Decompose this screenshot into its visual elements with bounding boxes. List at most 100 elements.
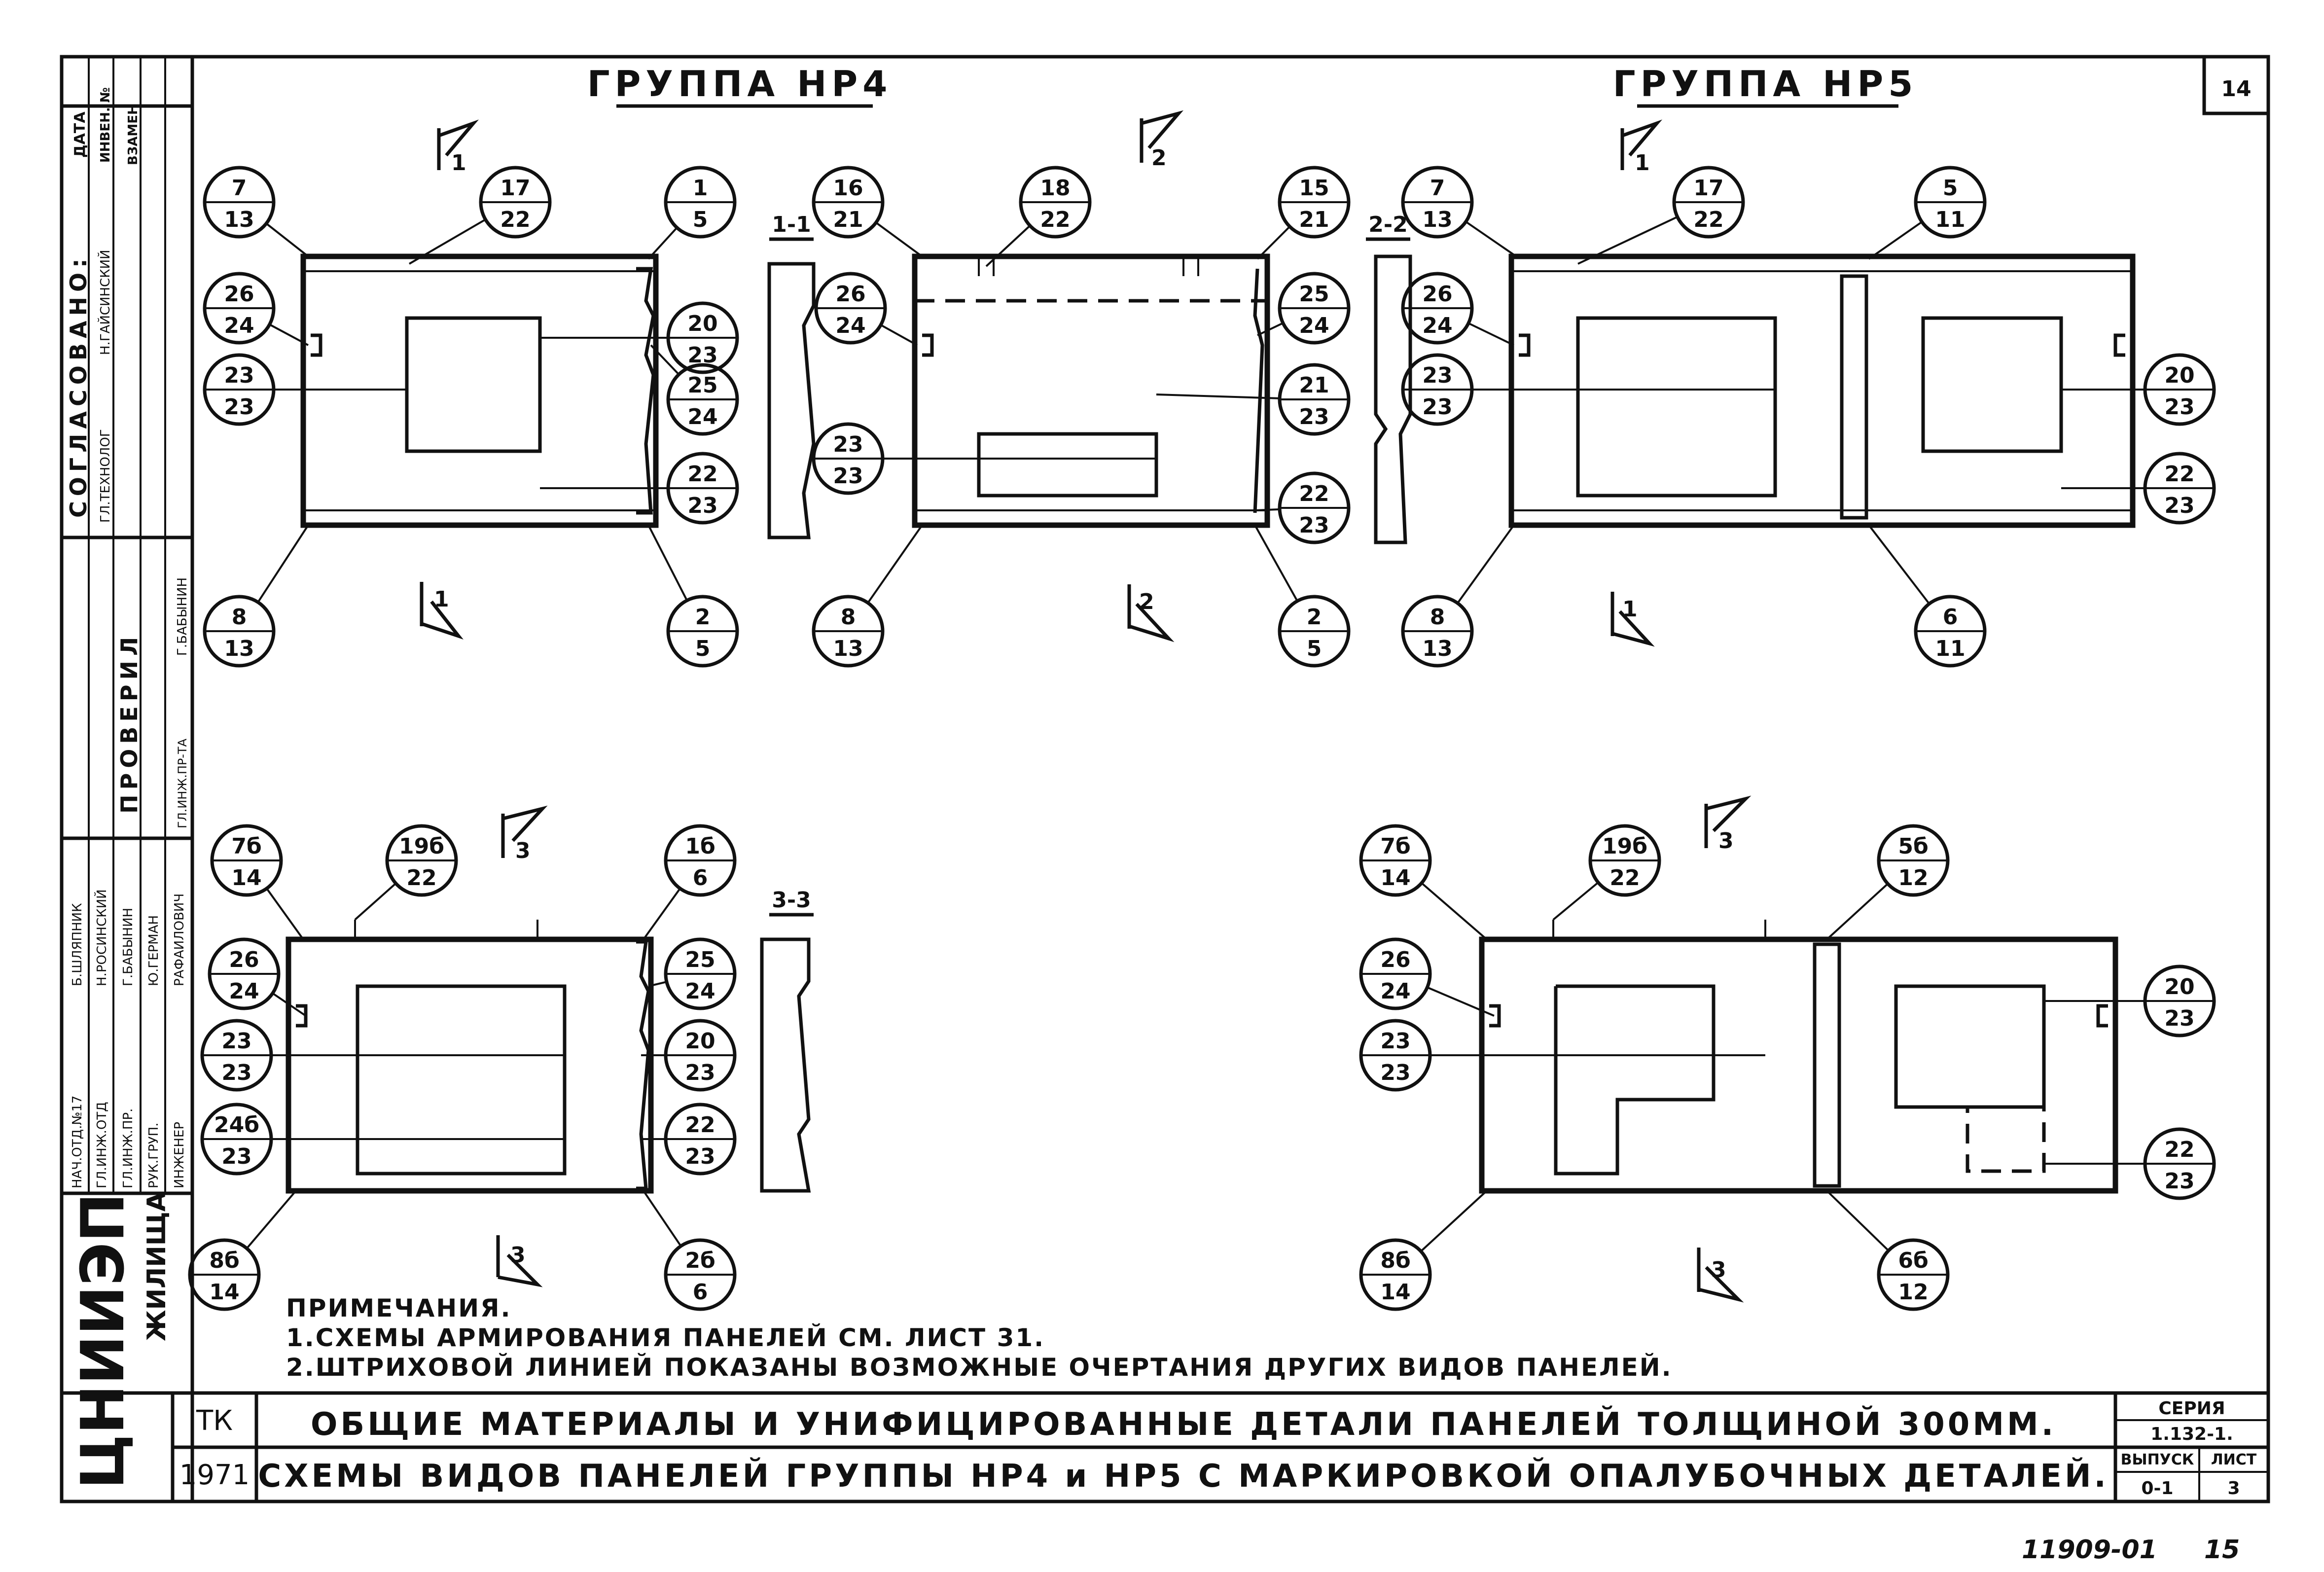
marker-leader-line: [647, 227, 678, 260]
marker-bottom-number: 23: [1299, 513, 1329, 538]
marker-bottom-number: 23: [1299, 404, 1329, 429]
replacement-header: ВЗАМЕН: [126, 104, 141, 165]
marker-bottom-number: 13: [224, 636, 254, 661]
marker-top-number: 19б: [399, 834, 444, 859]
marker-top-number: 1: [693, 176, 708, 201]
note-2: 2.ШТРИХОВОЙ ЛИНИЕЙ ПОКАЗАНЫ ВОЗМОЖНЫЕ ОЧ…: [286, 1353, 1673, 1382]
marker-top-number: 26: [224, 282, 254, 307]
panel-np5-2: [1479, 920, 2118, 1194]
marker-bottom-number: 14: [209, 1280, 239, 1305]
marker-leader-line: [1868, 524, 1930, 605]
marker-leader-line: [408, 218, 486, 265]
marker-bottom-number: 23: [221, 1060, 251, 1085]
group-title-np5: ГРУППА НР5: [1613, 63, 1918, 105]
sheet-number: 14: [2221, 76, 2251, 102]
cut-label: 2: [1139, 589, 1154, 614]
marker-top-number: 22: [687, 462, 717, 487]
staff-role: НАЧ.ОТД.№17: [70, 1096, 85, 1188]
marker-top-number: 8: [232, 605, 247, 630]
chief-project-engineer-role: ГЛ.ИНЖ.ПР-ТА: [176, 738, 189, 828]
staff-name: Ю.ГЕРМАН: [146, 915, 161, 986]
marker-top-number: 19б: [1602, 834, 1647, 859]
stamp-logo: ЦНИИЭП: [69, 1193, 138, 1489]
title-line-1: ОБЩИЕ МАТЕРИАЛЫ И УНИФИЦИРОВАННЫЕ ДЕТАЛИ…: [311, 1405, 2056, 1443]
cut-label: 1: [1622, 597, 1638, 622]
marker-leader-line: [1254, 508, 1280, 511]
marker-top-number: 15: [1299, 176, 1329, 201]
marker-bottom-number: 13: [1422, 207, 1452, 232]
marker-top-number: 7б: [231, 834, 261, 859]
marker-leader-line: [354, 883, 397, 921]
marker-bottom-number: 23: [2164, 394, 2194, 420]
marker-top-number: 2: [695, 605, 711, 630]
marker-top-number: 24б: [214, 1112, 259, 1138]
title-line-2: СХЕМЫ ВИДОВ ПАНЕЛЕЙ ГРУППЫ НР4 и НР5 С М…: [258, 1457, 2109, 1495]
marker-bubble: 15: [647, 166, 737, 260]
group-title-np4: ГРУППА НР4: [587, 63, 893, 105]
series-label: СЕРИЯ: [2158, 1398, 2225, 1419]
marker-leader-line: [265, 222, 309, 257]
marker-bottom-number: 6: [693, 865, 708, 891]
marker-bottom-number: 22: [1040, 207, 1070, 232]
cut-label: 1: [1635, 150, 1650, 176]
series-value: 1.132-1.: [2150, 1424, 2233, 1444]
marker-top-number: 22: [685, 1112, 715, 1138]
marker-leader-line: [246, 1190, 297, 1250]
panel-np4-2: [912, 253, 1270, 528]
marker-leader-line: [1254, 525, 1298, 602]
marker-bottom-number: 11: [1935, 207, 1965, 232]
marker-bubble: 511: [1868, 166, 1987, 260]
notes-heading: ПРИМЕЧАНИЯ.: [286, 1294, 512, 1322]
marker-top-number: 21: [1299, 373, 1329, 398]
marker-bottom-number: 23: [687, 493, 717, 518]
marker-bottom-number: 24: [1299, 313, 1329, 338]
marker-leader-line: [648, 981, 667, 987]
cut-label: 3: [510, 1243, 526, 1268]
marker-top-number: 23: [1422, 363, 1452, 388]
marker-bottom-number: 11: [1935, 636, 1965, 661]
chief-technologist-role: ГЛ.ТЕХНОЛОГ: [98, 429, 113, 523]
marker-top-number: 16: [833, 176, 863, 201]
marker-bottom-number: 24: [1380, 979, 1410, 1004]
marker-leader-line: [1468, 322, 1514, 346]
marker-bottom-number: 23: [221, 1144, 251, 1169]
marker-top-number: 20: [687, 311, 717, 336]
marker-top-number: 22: [2164, 1137, 2194, 1162]
marker-top-number: 26: [1380, 947, 1410, 972]
marker-leader-line: [1826, 1190, 1890, 1251]
marker-top-number: 20: [685, 1029, 715, 1054]
approval-strip: СОГЛАСОВАНО: ДАТА ИНВЕН. № ВЗАМЕН ГЛ.ТЕХ…: [62, 57, 192, 1195]
staff-role: ИНЖЕНЕР: [172, 1122, 187, 1188]
marker-leader-line: [880, 324, 918, 346]
marker-bottom-number: 23: [1422, 394, 1452, 420]
marker-leader-line: [1457, 524, 1515, 604]
marker-bottom-number: 24: [835, 313, 865, 338]
inventory-header: ИНВЕН. №: [98, 87, 113, 163]
sheet-value: 3: [2227, 1478, 2240, 1499]
marker-bubbles: 7131722152624232320232524222381325162118…: [188, 166, 2216, 1311]
marker-bottom-number: 24: [1422, 313, 1452, 338]
marker-leader-line: [269, 323, 309, 346]
marker-bubble: 25: [1254, 525, 1351, 668]
marker-bottom-number: 22: [500, 207, 530, 232]
marker-top-number: 18: [1040, 176, 1070, 201]
cut-label: 2: [1151, 145, 1167, 171]
marker-leader-line: [1421, 882, 1488, 940]
marker-bottom-number: 14: [231, 865, 261, 891]
